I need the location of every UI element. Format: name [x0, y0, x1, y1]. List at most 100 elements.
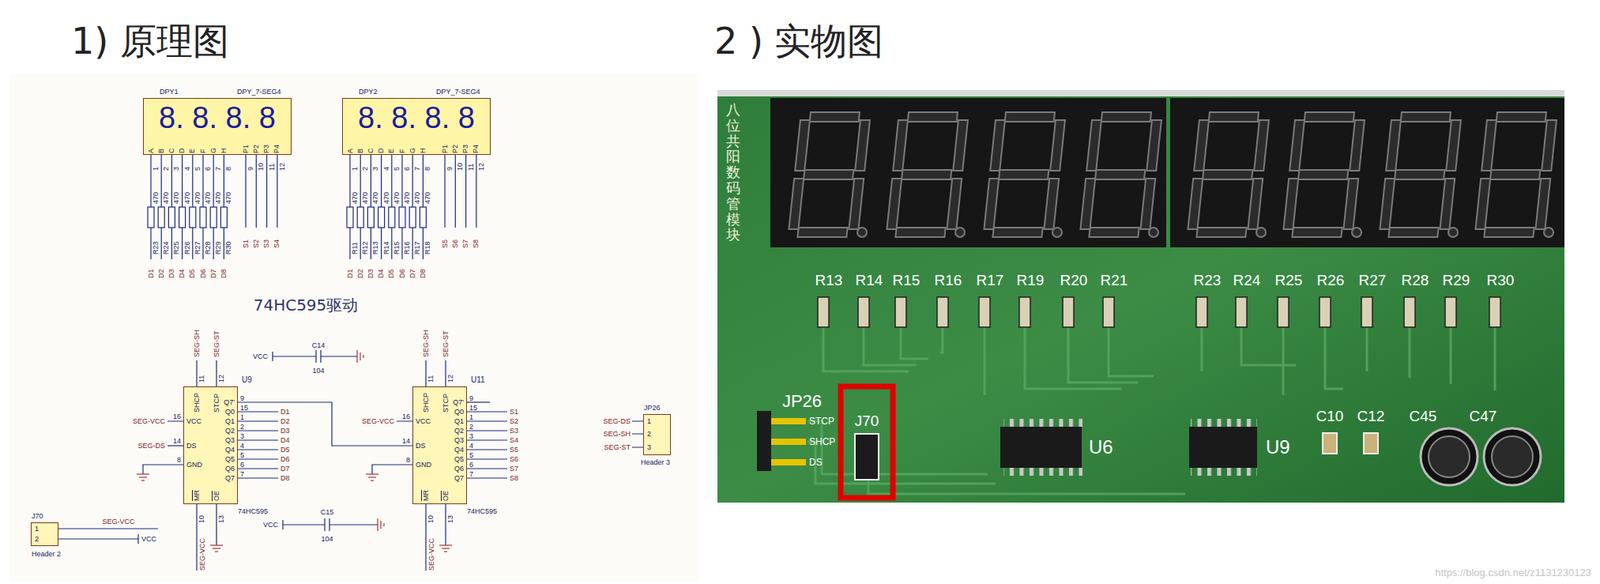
- pin-name: P3: [462, 144, 470, 154]
- pin-number: 7: [414, 166, 422, 171]
- net-label: D1: [346, 268, 354, 279]
- pin-number: 5: [469, 451, 474, 459]
- pin-name: P1: [441, 144, 449, 154]
- pin-number: 8: [424, 166, 432, 171]
- silkscreen-label: U9: [1265, 437, 1291, 457]
- resistor-value: 470: [152, 192, 160, 204]
- silkscreen-label: R27: [1359, 272, 1387, 288]
- pin-number: 2: [162, 166, 170, 171]
- pin-number: 6: [469, 460, 474, 468]
- pin-name: STCP: [442, 393, 450, 413]
- part-label: 74HC595: [237, 508, 268, 516]
- resistor-name: R23: [152, 240, 160, 255]
- net-label: D3: [280, 427, 290, 435]
- resistor-name: R26: [184, 240, 192, 255]
- resistor-value: 470: [414, 192, 422, 204]
- pin-number: 1: [152, 166, 160, 171]
- silkscreen-label: R23: [1193, 272, 1222, 288]
- net-label: D1: [280, 408, 290, 416]
- net-label: D5: [188, 268, 196, 279]
- pin-name: OE: [442, 490, 450, 501]
- pin-number: 6: [403, 166, 411, 171]
- net-label: D4: [280, 436, 290, 445]
- net-label: D7: [409, 268, 417, 279]
- pin-name: Q0: [454, 408, 464, 416]
- silkscreen-label: U6: [1088, 437, 1114, 457]
- heading: 2 ) 实物图: [714, 22, 884, 60]
- pin-number: 11: [467, 163, 475, 171]
- pin-number: 9: [446, 166, 454, 171]
- pin-number: 13: [447, 515, 455, 524]
- silkscreen-label: R16: [934, 272, 963, 288]
- pin-name: GND: [415, 461, 432, 469]
- pin-number: 16: [402, 412, 411, 420]
- pin-number: 14: [402, 436, 411, 445]
- net-label: SEG-SH: [422, 329, 430, 358]
- pin-name: MR: [193, 489, 201, 501]
- silkscreen-label: R21: [1100, 272, 1129, 288]
- pin-number: 10: [427, 515, 435, 524]
- resistor-value: 470: [204, 192, 212, 204]
- net-label: S4: [273, 239, 281, 249]
- resistor-name: R28: [204, 240, 212, 255]
- capacitor-value: 104: [312, 367, 324, 375]
- resistor-value: 470: [403, 192, 411, 204]
- pin-name: Q3: [454, 436, 464, 445]
- pin-name: Q6: [225, 465, 235, 473]
- pin-number: 12: [218, 374, 226, 383]
- pin-number: 8: [225, 166, 233, 171]
- resistor-value: 470: [424, 192, 432, 204]
- designator: U9: [241, 376, 253, 384]
- net-label: D7: [210, 268, 218, 279]
- pin-name: C: [168, 148, 176, 155]
- watermark: https://blog.csdn.net/z1131230123: [1434, 567, 1592, 578]
- net-label: S3: [509, 427, 519, 435]
- pin-number: 3: [647, 444, 652, 452]
- pin-name: Q3: [225, 436, 235, 445]
- resistor-value: 470: [393, 192, 401, 204]
- silkscreen-label: R17: [976, 272, 1005, 288]
- pin-number: 8: [406, 455, 411, 464]
- resistor-value: 470: [372, 192, 380, 204]
- pin-number: 4: [383, 166, 391, 171]
- net-label: SEG-VCC: [428, 538, 436, 571]
- pin-number: 1: [469, 413, 474, 421]
- pin-number: 1: [34, 525, 39, 533]
- pcb-traces: [807, 327, 1495, 494]
- part-label: DPY_7-SEG4: [237, 88, 282, 96]
- net-label: SEG-VCC: [101, 518, 135, 526]
- resistor-name: R14: [383, 240, 391, 255]
- pin-name: A: [346, 148, 354, 154]
- net-label: D8: [220, 268, 228, 279]
- resistor-value: 470: [351, 192, 359, 204]
- net-label: S4: [509, 436, 519, 445]
- pin-header-j70: [854, 433, 879, 480]
- resistor-value: 470: [194, 192, 202, 204]
- net-label: SEG-VCC: [361, 417, 395, 426]
- resistor-value: 470: [361, 192, 369, 204]
- net-label: D5: [280, 446, 290, 454]
- net-label: D2: [280, 417, 290, 426]
- wire: [237, 402, 413, 446]
- chip-wiring: [143, 360, 508, 571]
- pin-number: 12: [278, 162, 287, 171]
- pin-number: 1: [351, 166, 359, 171]
- resistor-value: 470: [162, 192, 170, 204]
- pin-name: Q5: [454, 455, 464, 464]
- display-wiring: [147, 154, 477, 260]
- resistor-value: 470: [184, 192, 192, 204]
- part-label: DPY_7-SEG4: [436, 88, 481, 96]
- pin-name: F: [399, 149, 407, 155]
- pin-name: Q2: [225, 427, 235, 435]
- resistor-name: R24: [162, 240, 170, 255]
- heading: 1) 原理图: [71, 22, 230, 60]
- net-label: SEG-SH: [602, 430, 631, 438]
- pin-name: P4: [273, 144, 281, 154]
- ground-symbols: [136, 350, 452, 552]
- pin-number: 12: [478, 162, 486, 171]
- pin-name: GND: [186, 461, 203, 469]
- pin-name: OE: [213, 490, 221, 501]
- resistor-name: R17: [414, 240, 422, 255]
